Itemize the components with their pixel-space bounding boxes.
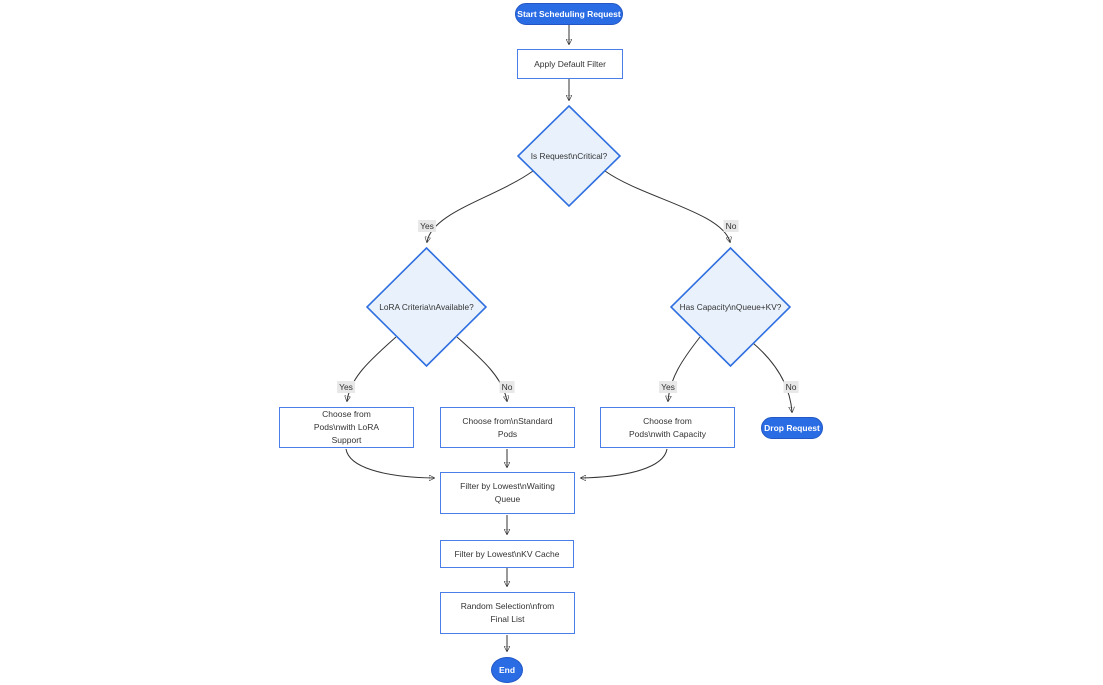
node-end: End — [491, 657, 523, 683]
edge-label-capacity-no: No — [783, 381, 799, 393]
node-lora-available: LoRA Criteria\nAvailable? — [366, 247, 487, 367]
node-is-critical-label: Is Request\nCritical? — [530, 151, 608, 161]
node-random-selection-label: Random Selection\nfrom Final List — [460, 601, 555, 624]
node-end-label: End — [498, 665, 516, 675]
edge-label-lora-yes: Yes — [337, 381, 355, 393]
edge-critical-no-to-capacity — [604, 170, 730, 242]
edge-label-lora-no: No — [499, 381, 515, 393]
node-drop-request: Drop Request — [761, 417, 823, 439]
diamond-shape — [366, 247, 487, 367]
node-apply-default-filter: Apply Default Filter — [517, 49, 623, 79]
node-is-critical: Is Request\nCritical? — [517, 105, 621, 207]
node-filter-waiting-queue-label: Filter by Lowest\nWaiting Queue — [460, 481, 555, 504]
node-choose-standard-pods: Choose from\nStandard Pods — [440, 407, 575, 448]
node-start: Start Scheduling Request — [515, 3, 623, 25]
node-choose-lora-pods: Choose from Pods\nwith LoRA Support — [279, 407, 414, 448]
node-random-selection: Random Selection\nfrom Final List — [440, 592, 575, 634]
node-filter-kv-cache-label: Filter by Lowest\nKV Cache — [454, 548, 560, 559]
node-lora-available-label: LoRA Criteria\nAvailable? — [379, 302, 474, 312]
edge-label-critical-no: No — [723, 220, 739, 232]
node-has-capacity-label: Has Capacity\nQueue+KV? — [679, 302, 782, 312]
edge-lorapods-to-filterqueue — [345, 448, 434, 478]
diamond-shape — [517, 105, 621, 207]
node-choose-capacity-pods-label: Choose from Pods\nwith Capacity — [628, 415, 706, 439]
node-choose-capacity-pods: Choose from Pods\nwith Capacity — [600, 407, 735, 448]
node-start-label: Start Scheduling Request — [517, 9, 621, 19]
edge-label-critical-yes: Yes — [418, 220, 436, 232]
edge-label-capacity-yes: Yes — [659, 381, 677, 393]
node-apply-default-filter-label: Apply Default Filter — [534, 58, 606, 69]
node-filter-waiting-queue: Filter by Lowest\nWaiting Queue — [440, 472, 575, 514]
node-choose-standard-pods-label: Choose from\nStandard Pods — [462, 415, 553, 439]
node-has-capacity: Has Capacity\nQueue+KV? — [670, 247, 791, 367]
node-drop-request-label: Drop Request — [764, 423, 820, 433]
node-filter-kv-cache: Filter by Lowest\nKV Cache — [440, 540, 574, 568]
edge-capacitypods-to-filterqueue — [581, 448, 668, 478]
node-choose-lora-pods-label: Choose from Pods\nwith LoRA Support — [313, 409, 380, 445]
diamond-shape — [670, 247, 791, 367]
